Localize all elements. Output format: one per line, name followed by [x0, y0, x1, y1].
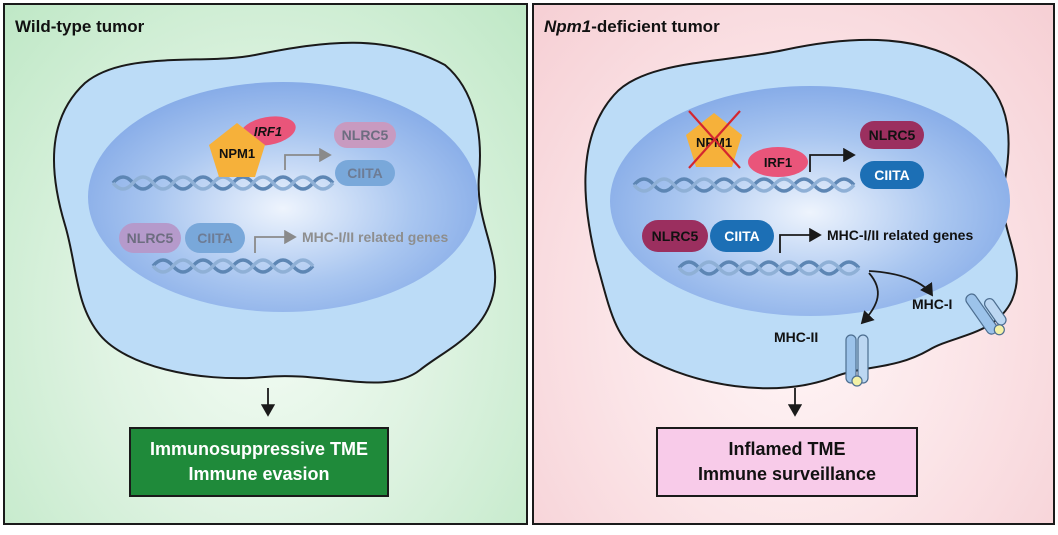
deletion-cross: [688, 110, 741, 169]
transcription-arrow-1: [284, 147, 332, 170]
mhc2-arrow: [860, 272, 879, 325]
nlrc5-protein: [860, 121, 924, 149]
nlrc5-faded-lower-label: NLRC5: [127, 230, 174, 246]
panel-title: Wild-type tumor: [15, 17, 145, 36]
npm1-protein: [209, 123, 265, 177]
mhc1-label: MHC-I: [912, 296, 952, 312]
npm1-deficient-scene: NPM1 IRF1 NLRC5 CIITA NLRC5 CIITA MHC-I/…: [584, 38, 1018, 417]
npm1-label: NPM1: [219, 146, 255, 161]
ciita-lower-label: CIITA: [724, 228, 760, 244]
ciita-faded-label: CIITA: [347, 165, 383, 181]
transcription-arrow-2: [779, 227, 822, 253]
outcome-line-1: Immunosuppressive TME: [149, 439, 369, 459]
nlrc5-faded: [334, 122, 396, 148]
transcription-arrow-2: [254, 229, 297, 253]
mhc2-molecule: [845, 334, 869, 387]
nucleus: [610, 86, 1010, 316]
ciita-faded-lower-label: CIITA: [197, 230, 233, 246]
panel-title-rest: -deficient tumor: [591, 17, 720, 36]
npm1-deficient-panel: NPM1 IRF1 NLRC5 CIITA NLRC5 CIITA MHC-I/…: [532, 3, 1055, 525]
genes-label: MHC-I/II related genes: [302, 229, 448, 245]
dna-helix-lower: [151, 258, 315, 274]
dna-helix-upper: [632, 177, 856, 193]
nlrc5-faded-label: NLRC5: [342, 127, 389, 143]
nlrc5-label: NLRC5: [869, 127, 916, 143]
npm1-label: NPM1: [696, 135, 732, 150]
irf1-protein: [748, 147, 808, 177]
ciita-label: CIITA: [874, 167, 910, 183]
irf1-label: IRF1: [254, 124, 282, 139]
ciita-protein-lower: [710, 220, 774, 252]
wild-type-panel: IRF1 NPM1 NLRC5 CIITA NLRC5 CIITA MHC-I/…: [3, 3, 528, 525]
wild-type-scene: IRF1 NPM1 NLRC5 CIITA NLRC5 CIITA MHC-I/…: [53, 41, 497, 417]
nucleus: [88, 82, 478, 312]
nlrc5-faded-lower: [119, 223, 181, 253]
outcome-line-2: Immune surveillance: [697, 464, 877, 484]
outcome-line-2: Immune evasion: [188, 464, 330, 484]
outcome-box: Inflamed TME Immune surveillance: [656, 427, 918, 497]
dna-helix-lower: [677, 260, 861, 276]
panel-title-gene: Npm1: [544, 17, 592, 36]
outcome-box: Immunosuppressive TME Immune evasion: [129, 427, 389, 497]
outcome-line-1: Inflamed TME: [728, 439, 846, 459]
irf1-label: IRF1: [764, 155, 792, 170]
mhc1-molecule: [965, 293, 1007, 336]
mhc1-arrow: [868, 270, 933, 297]
panel-title: Npm1-deficient tumor: [544, 17, 720, 37]
ciita-protein: [860, 161, 924, 189]
genes-label: MHC-I/II related genes: [827, 227, 973, 243]
ciita-faded-lower: [185, 223, 245, 253]
ciita-faded: [335, 160, 395, 186]
nlrc5-lower-label: NLRC5: [652, 228, 699, 244]
transcription-arrow-1: [809, 147, 856, 172]
nlrc5-protein-lower: [642, 220, 708, 252]
mhc2-label: MHC-II: [774, 329, 818, 345]
